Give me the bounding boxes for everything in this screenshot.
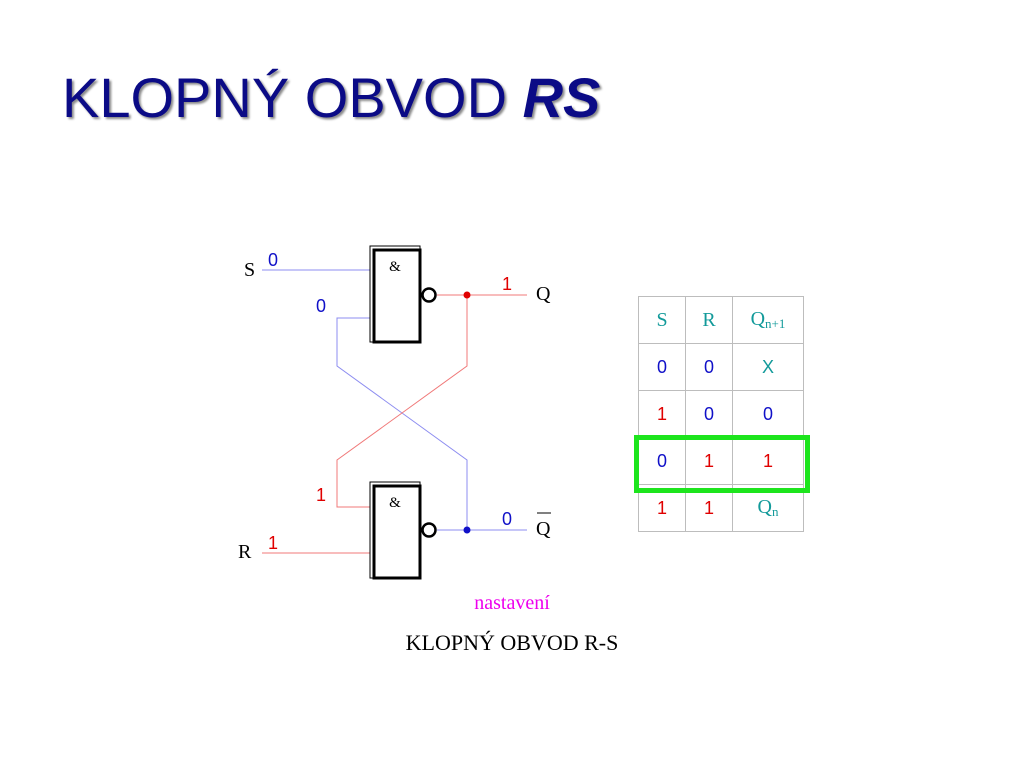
cell-s: 1	[638, 390, 686, 438]
state-caption: nastavení	[474, 592, 550, 614]
value-bottom-second-input: 1	[316, 485, 326, 505]
output-q-label: Q	[536, 283, 551, 305]
truth-table-header: S R Qn+1	[638, 296, 804, 344]
value-q-bar: 0	[502, 509, 512, 529]
cell-q: 0	[732, 390, 804, 438]
header-q-next: Qn+1	[732, 296, 804, 344]
header-s: S	[638, 296, 686, 344]
value-q: 1	[502, 274, 512, 294]
cell-q-base: Q	[757, 496, 772, 518]
cell-q: X	[732, 343, 804, 391]
cell-q-sub: n	[771, 504, 779, 519]
junction-dot-q-bar	[463, 526, 471, 534]
table-row: 0 0 X	[638, 343, 804, 391]
output-q-bar-label: Q	[536, 518, 551, 540]
nand-gate-top: &	[369, 245, 437, 344]
title-emphasis: RS	[522, 66, 601, 129]
cell-s: 0	[638, 343, 686, 391]
header-q-sub: n+1	[765, 316, 786, 331]
table-row: 1 0 0	[638, 390, 804, 438]
wire-feedback-qbar-to-top	[336, 317, 468, 530]
header-r: R	[685, 296, 733, 344]
value-top-second-input: 0	[316, 296, 326, 316]
input-r-label: R	[238, 541, 252, 563]
row-highlight	[634, 435, 810, 493]
input-s-label: S	[244, 259, 255, 281]
nand-gate-bottom: &	[369, 481, 437, 580]
value-s: 0	[268, 250, 278, 270]
table-row: 0 1 1	[638, 437, 804, 485]
circuit-caption: KLOPNÝ OBVOD R-S	[405, 630, 619, 655]
header-q-base: Q	[750, 308, 766, 330]
junction-dot-q	[463, 291, 471, 299]
gate-symbol-bottom: &	[389, 495, 401, 511]
inversion-bubble-top	[421, 287, 437, 303]
cell-r: 0	[685, 343, 733, 391]
cell-r: 0	[685, 390, 733, 438]
title-main: KLOPNÝ OBVOD	[62, 66, 508, 129]
wire-feedback-q-to-bottom	[336, 295, 468, 508]
inversion-bubble-bottom	[421, 522, 437, 538]
value-r: 1	[268, 533, 278, 553]
truth-table: S R Qn+1 0 0 X 1 0 0 0 1 1 1 1 Qn	[638, 296, 804, 532]
page-title: KLOPNÝ OBVOD RS	[62, 66, 600, 130]
gate-symbol-top: &	[389, 259, 401, 275]
